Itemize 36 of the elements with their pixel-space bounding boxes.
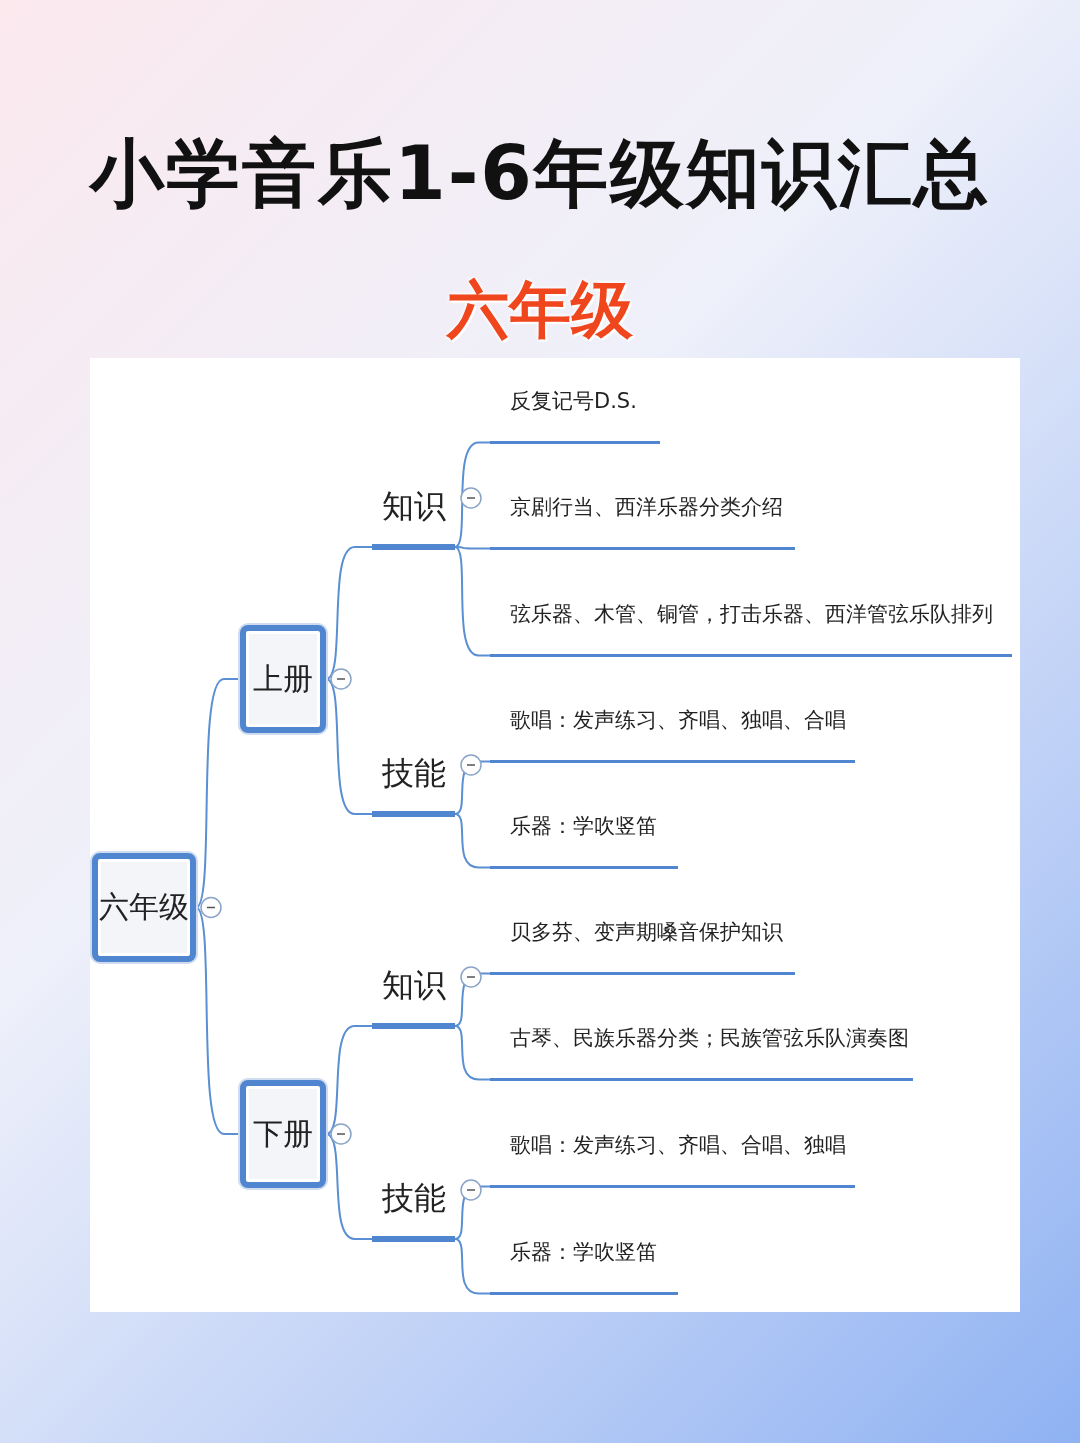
topic-box: [240, 1080, 326, 1188]
connector-line: [454, 1238, 491, 1295]
node-text: 知识: [381, 965, 446, 1006]
connector-line: [325, 1133, 373, 1240]
connector-line: [195, 906, 241, 1135]
connector-line: [195, 678, 241, 909]
connector-line: [325, 678, 373, 815]
node-text: 乐器：学吹竖笛: [510, 812, 657, 840]
node-text: 下册: [253, 1114, 313, 1153]
connector-line: [454, 1185, 491, 1240]
node-text: 京剧行当、西洋乐器分类介绍: [510, 493, 783, 521]
node-text: 贝多芬、变声期嗓音保护知识: [510, 918, 783, 946]
topic-box: [92, 853, 196, 962]
connector-line: [454, 760, 491, 815]
connector-line: [454, 441, 491, 548]
node-text: 古琴、民族乐器分类；民族管弦乐队演奏图: [510, 1024, 909, 1052]
subtitle: 六年级: [445, 272, 634, 348]
node-text: 歌唱：发声练习、齐唱、合唱、独唱: [510, 1131, 846, 1159]
connector-line: [325, 1025, 373, 1135]
node-text: 上册: [253, 659, 313, 698]
title: 小学音乐1-6年级知识汇总: [87, 129, 991, 218]
node-text: 知识: [381, 486, 446, 527]
node-text: 反复记号D.S.: [510, 387, 637, 415]
node-text: 乐器：学吹竖笛: [510, 1238, 657, 1266]
node-text: 技能: [381, 1178, 446, 1219]
connector-line: [454, 813, 491, 869]
connector-line: [454, 546, 491, 550]
node-text: 六年级: [99, 888, 189, 926]
node-text: 歌唱：发声练习、齐唱、独唱、合唱: [510, 706, 846, 734]
node-text: 弦乐器、木管、铜管，打击乐器、西洋管弦乐队排列: [510, 600, 993, 628]
connector-line: [325, 546, 373, 680]
node-text: 技能: [381, 753, 446, 794]
connector-line: [454, 1025, 491, 1081]
connector-line: [454, 546, 491, 657]
topic-box: [240, 625, 326, 733]
connector-line: [454, 972, 491, 1027]
